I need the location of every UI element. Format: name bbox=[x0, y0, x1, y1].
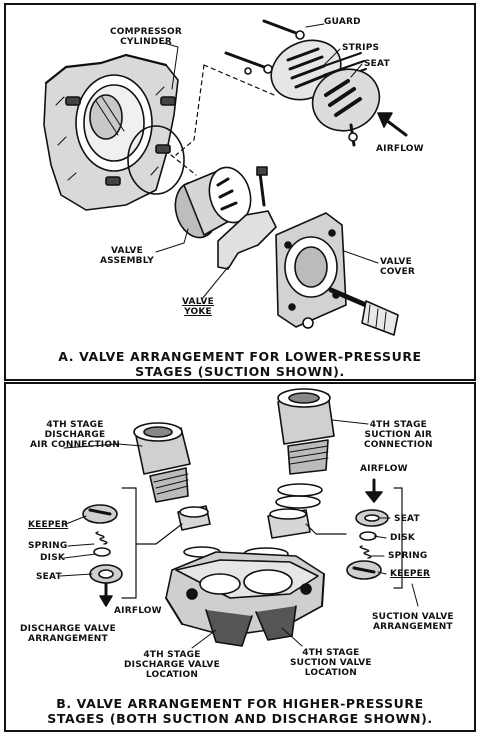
label-keeper-right: KEEPER bbox=[390, 569, 431, 579]
label-spring-left: SPRING bbox=[28, 541, 68, 551]
caption-b: B. VALVE ARRANGEMENT FOR HIGHER-PRESSURE… bbox=[47, 696, 433, 726]
label-airflow-left: AIRFLOW bbox=[114, 606, 162, 616]
label-valve-assembly: VALVE ASSEMBLY bbox=[100, 246, 154, 266]
label-strips: STRIPS bbox=[342, 43, 380, 53]
label-discharge-valve-arrangement: DISCHARGE VALVE ARRANGEMENT bbox=[20, 624, 116, 644]
airflow-arrow bbox=[384, 118, 408, 137]
lower-pressure-valve-illustration bbox=[43, 19, 408, 336]
caption-a: A. VALVE ARRANGEMENT FOR LOWER-PRESSURE … bbox=[58, 349, 422, 379]
label-seat: SEAT bbox=[364, 59, 390, 69]
valve-assembly-drawing bbox=[174, 166, 252, 239]
label-guard: GUARD bbox=[324, 17, 361, 27]
label-airflow-right: AIRFLOW bbox=[360, 464, 408, 474]
higher-pressure-valve-illustration bbox=[59, 388, 419, 649]
valve-cages-drawing bbox=[177, 505, 311, 539]
label-seat-right: SEAT bbox=[394, 514, 420, 524]
suction-air-connection-drawing bbox=[277, 388, 335, 475]
suction-valve-parts-drawing bbox=[346, 478, 389, 580]
valve-yoke-drawing bbox=[217, 166, 277, 270]
label-discharge-air-connection: 4TH STAGE DISCHARGE AIR CONNECTION bbox=[30, 420, 120, 450]
label-discharge-valve-location: 4TH STAGE DISCHARGE VALVE LOCATION bbox=[124, 650, 220, 680]
label-disk-right: DISK bbox=[390, 533, 416, 543]
label-seat-left: SEAT bbox=[36, 572, 62, 582]
label-spring-right: SPRING bbox=[388, 551, 428, 561]
label-keeper-left: KEEPER bbox=[28, 520, 69, 530]
discharge-valve-parts-drawing bbox=[82, 504, 123, 607]
label-suction-valve-location: 4TH STAGE SUCTION VALVE LOCATION bbox=[290, 648, 372, 678]
cap-nut-drawing bbox=[302, 287, 399, 336]
cylinder-head-drawing bbox=[165, 551, 325, 647]
valve-cover-drawing bbox=[275, 212, 347, 328]
label-suction-air-connection: 4TH STAGE SUCTION AIR CONNECTION bbox=[364, 420, 433, 450]
label-disk-left: DISK bbox=[40, 553, 66, 563]
panel-a-lower-pressure: COMPRESSOR CYLINDER GUARD STRIPS SEAT AI… bbox=[4, 3, 476, 381]
panel-b-higher-pressure: 4TH STAGE DISCHARGE AIR CONNECTION 4TH S… bbox=[4, 382, 476, 732]
discharge-air-connection-drawing bbox=[133, 422, 191, 503]
label-airflow: AIRFLOW bbox=[376, 144, 424, 154]
label-valve-yoke: VALVE YOKE bbox=[182, 297, 214, 317]
compressor-cylinder-drawing bbox=[43, 53, 185, 211]
label-suction-valve-arrangement: SUCTION VALVE ARRANGEMENT bbox=[372, 612, 454, 632]
label-valve-cover: VALVE COVER bbox=[380, 257, 416, 277]
label-compressor-cylinder: COMPRESSOR CYLINDER bbox=[110, 27, 183, 47]
seat-drawing bbox=[311, 68, 381, 147]
